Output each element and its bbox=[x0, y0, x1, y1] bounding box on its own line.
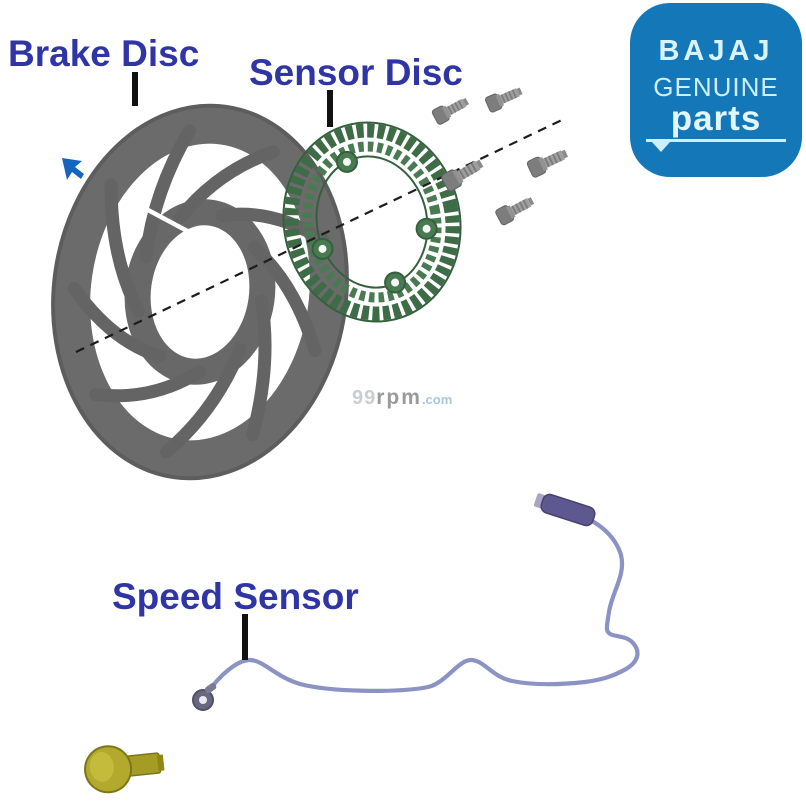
badge-underline-arrow-icon bbox=[652, 142, 670, 152]
sensor-disc-illustration bbox=[282, 121, 462, 323]
sensor-disc-label: Sensor Disc bbox=[249, 52, 463, 93]
bajaj-genuine-parts-badge: BAJAJ GENUINE parts bbox=[630, 3, 802, 177]
bolt-icon bbox=[439, 154, 487, 194]
disc-highlight-line bbox=[145, 207, 224, 252]
brake-disc-illustration bbox=[51, 103, 349, 481]
badge-brand-text: BAJAJ bbox=[658, 35, 774, 67]
badge-parts-text: parts bbox=[670, 99, 762, 138]
yellow-bolt-icon bbox=[84, 745, 165, 794]
speed-sensor-label: Speed Sensor bbox=[112, 576, 359, 617]
watermark-part1: 99 bbox=[352, 387, 377, 409]
watermark: 99rpm.com bbox=[352, 386, 452, 410]
assembly-axis-dashed-line bbox=[75, 118, 565, 353]
bolt-icon bbox=[525, 144, 572, 180]
sensor-disc-mount-tabs bbox=[311, 150, 438, 294]
watermark-part3: .com bbox=[421, 392, 453, 407]
cable-connector bbox=[534, 493, 596, 527]
speed-sensor-illustration bbox=[192, 493, 640, 711]
bolt-icon bbox=[483, 82, 526, 114]
watermark-part2: rpm bbox=[376, 386, 422, 409]
badge-underline bbox=[646, 139, 786, 152]
brake-disc-label: Brake Disc bbox=[8, 33, 200, 74]
badge-subtitle-text: GENUINE bbox=[653, 72, 779, 102]
badge-underline-bar bbox=[646, 139, 786, 142]
sensor-cable bbox=[203, 511, 640, 698]
bolt-icon bbox=[493, 192, 538, 227]
sensor-head-eyelet bbox=[192, 683, 217, 711]
bolt-icon bbox=[430, 93, 472, 127]
cursor-artifact-icon bbox=[62, 158, 84, 180]
